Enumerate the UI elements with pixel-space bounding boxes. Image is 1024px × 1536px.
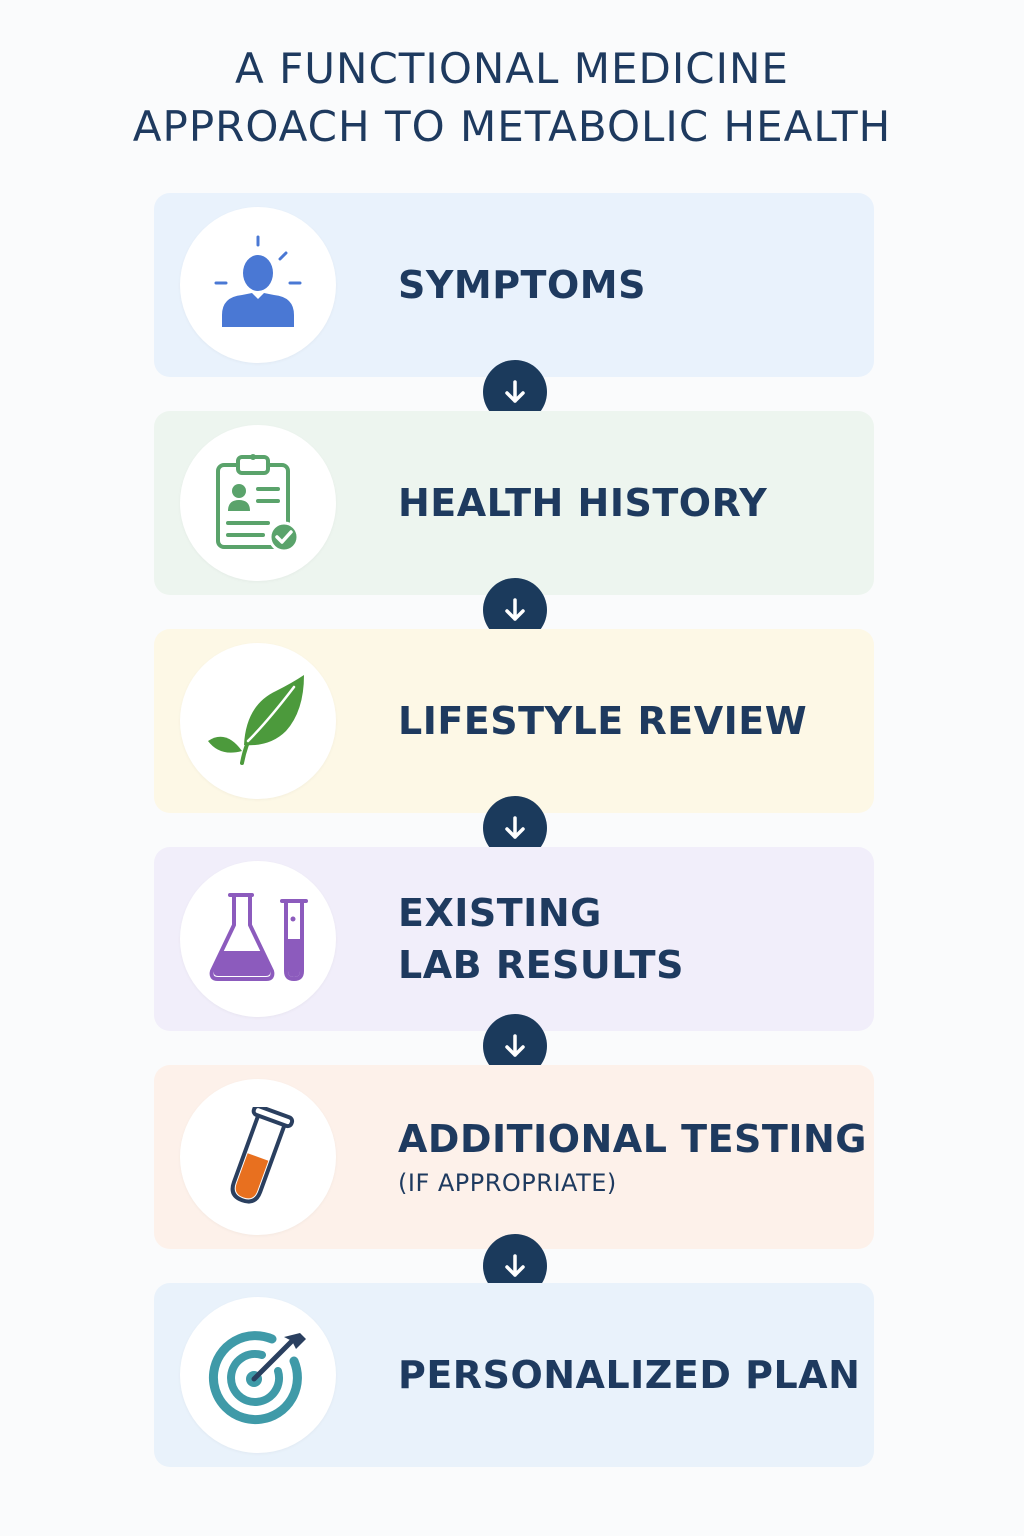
icon-circle [180, 1297, 336, 1453]
title-line-1: A FUNCTIONAL MEDICINE [235, 44, 789, 93]
step-subtitle: (IF APPROPRIATE) [398, 1169, 617, 1197]
lab-flask-icon [209, 893, 308, 982]
title-line-2: APPROACH TO METABOLIC HEALTH [132, 102, 892, 151]
icon-circle [180, 861, 336, 1017]
step-label: LIFESTYLE REVIEW [398, 629, 807, 813]
arrow-down-icon [505, 1254, 525, 1277]
step-label: ADDITIONAL TESTING (IF APPROPRIATE) [398, 1065, 867, 1249]
step-title: ADDITIONAL TESTING [398, 1117, 867, 1161]
icon-circle [180, 425, 336, 581]
icon-circle [180, 207, 336, 363]
icon-circle [180, 643, 336, 799]
step-label: PERSONALIZED PLAN [398, 1283, 860, 1467]
arrow-down-icon [505, 1034, 525, 1057]
clipboard-icon [216, 454, 300, 553]
target-icon [208, 1331, 306, 1425]
step-title: HEALTH HISTORY [398, 481, 768, 525]
step-title: LIFESTYLE REVIEW [398, 699, 808, 743]
step-additional-testing: ADDITIONAL TESTING (IF APPROPRIATE) [154, 1065, 874, 1249]
arrow-down-icon [505, 816, 525, 839]
step-label: SYMPTOMS [398, 193, 646, 377]
arrow-down-icon [505, 598, 525, 621]
step-label: EXISTING LAB RESULTS [398, 847, 684, 1031]
step-symptoms: SYMPTOMS [154, 193, 874, 377]
step-lifestyle-review: LIFESTYLE REVIEW [154, 629, 874, 813]
leaf-icon [208, 675, 304, 765]
step-health-history: HEALTH HISTORY [154, 411, 874, 595]
icon-circle [180, 1079, 336, 1235]
step-title-line-1: EXISTING [398, 891, 602, 935]
page-title: A FUNCTIONAL MEDICINE APPROACH TO METABO… [0, 40, 1024, 156]
step-existing-lab-results: EXISTING LAB RESULTS [154, 847, 874, 1031]
step-title: PERSONALIZED PLAN [398, 1353, 861, 1397]
test-tube-icon [230, 1107, 295, 1204]
step-label: HEALTH HISTORY [398, 411, 767, 595]
step-title: SYMPTOMS [398, 263, 646, 307]
step-title-line-2: LAB RESULTS [398, 943, 684, 987]
step-personalized-plan: PERSONALIZED PLAN [154, 1283, 874, 1467]
person-icon [214, 235, 302, 327]
arrow-down-icon [505, 380, 525, 403]
